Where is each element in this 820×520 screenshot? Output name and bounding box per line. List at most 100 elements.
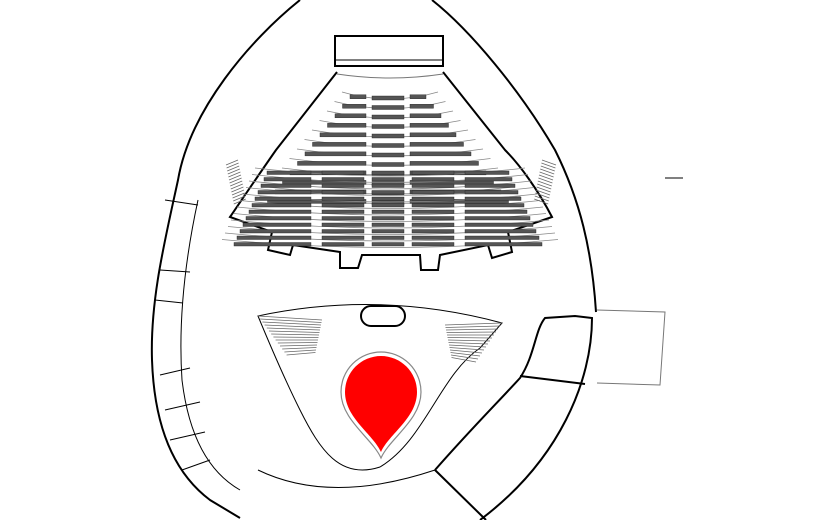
seat-block — [371, 124, 405, 129]
seat-block — [321, 190, 365, 195]
seat-block — [409, 123, 449, 128]
seat-block — [321, 242, 365, 247]
seat-block — [371, 203, 405, 208]
seat-block — [239, 229, 312, 234]
stair-step — [446, 331, 497, 333]
side-stairs — [225, 159, 557, 205]
seat-block — [321, 196, 365, 201]
reception-desk — [360, 305, 406, 327]
seat-block — [342, 104, 367, 109]
stair-step — [540, 165, 555, 172]
seat-block — [321, 203, 365, 208]
stair-step — [448, 344, 487, 348]
stair-step — [260, 318, 322, 323]
seat-block — [321, 177, 365, 182]
right-wing-partition — [519, 375, 586, 385]
seat-block — [245, 216, 312, 221]
seat-block — [233, 242, 312, 247]
seat-block — [411, 242, 455, 247]
stair-step — [257, 315, 323, 321]
seat-block — [464, 235, 540, 240]
stair-step — [231, 186, 244, 193]
outer-wall-right — [431, 0, 597, 313]
seat-block — [464, 177, 513, 182]
stair-step — [447, 337, 493, 339]
stair-step — [228, 174, 242, 181]
stair-step — [534, 195, 549, 202]
seat-block — [411, 209, 455, 214]
seat-block — [371, 190, 405, 195]
seat-block — [411, 190, 455, 195]
stair-step — [271, 333, 320, 336]
stair-step — [538, 177, 553, 184]
stair-step — [445, 328, 499, 331]
auditorium-wall — [228, 71, 554, 271]
seat-block — [411, 216, 455, 221]
seat-block — [464, 183, 516, 188]
seat-block — [321, 209, 365, 214]
stair-step — [282, 347, 317, 350]
stair-step — [448, 342, 489, 345]
seat-block — [464, 196, 522, 201]
seat-block — [371, 133, 405, 139]
seat-block — [321, 183, 365, 188]
stair-step — [230, 183, 243, 190]
stair-step — [539, 171, 554, 178]
seat-block — [260, 183, 312, 188]
seat-block — [297, 161, 367, 166]
seat-block — [464, 190, 519, 195]
stair-step — [233, 195, 246, 202]
seat-block — [371, 143, 405, 148]
seat-block — [371, 229, 405, 234]
auditorium — [221, 35, 559, 271]
seat-block — [371, 114, 405, 120]
seat-block — [464, 216, 531, 221]
seat-block — [409, 113, 442, 119]
seat-block — [321, 216, 365, 221]
stair-step — [541, 162, 556, 169]
seat-block — [266, 170, 312, 175]
inner-wall-left — [180, 199, 241, 491]
terrace — [596, 309, 666, 386]
seat-block — [464, 242, 543, 247]
stair-step — [226, 162, 239, 169]
stair-step — [227, 168, 240, 175]
stair-step — [268, 330, 320, 333]
seat-block — [371, 216, 405, 221]
seat-block — [334, 113, 367, 119]
stair-step — [228, 171, 241, 178]
service-rooms — [154, 199, 211, 471]
seating-rows — [221, 91, 559, 248]
location-pin-icon — [340, 351, 422, 460]
stair-step — [266, 327, 321, 331]
stair-step — [449, 349, 483, 354]
seat-block — [371, 209, 405, 214]
stair-step — [264, 324, 321, 328]
outer-wall — [150, 0, 301, 519]
stair-step — [284, 349, 317, 353]
stair-step — [444, 322, 503, 326]
right-wing — [434, 177, 683, 520]
seat-block — [371, 242, 405, 247]
stair-step — [233, 198, 246, 205]
seat-block — [409, 104, 434, 109]
seat-block — [464, 203, 525, 208]
stair-step — [277, 342, 318, 344]
stair-step — [538, 174, 554, 181]
seat-block — [321, 235, 365, 240]
seat-block — [263, 177, 312, 182]
seat-block — [242, 222, 312, 227]
stair-step — [225, 159, 239, 166]
foyer — [257, 304, 503, 488]
seat-block — [371, 105, 405, 110]
stair-step — [229, 177, 242, 184]
stair-step — [273, 336, 319, 338]
foyer-stairs — [257, 315, 503, 363]
seat-block — [349, 94, 367, 99]
seat-block — [409, 161, 479, 166]
seat-block — [319, 132, 367, 138]
stair-step — [262, 321, 322, 326]
location-pin-fill — [345, 356, 417, 452]
stair-step — [232, 192, 245, 199]
stair-step — [537, 183, 552, 190]
